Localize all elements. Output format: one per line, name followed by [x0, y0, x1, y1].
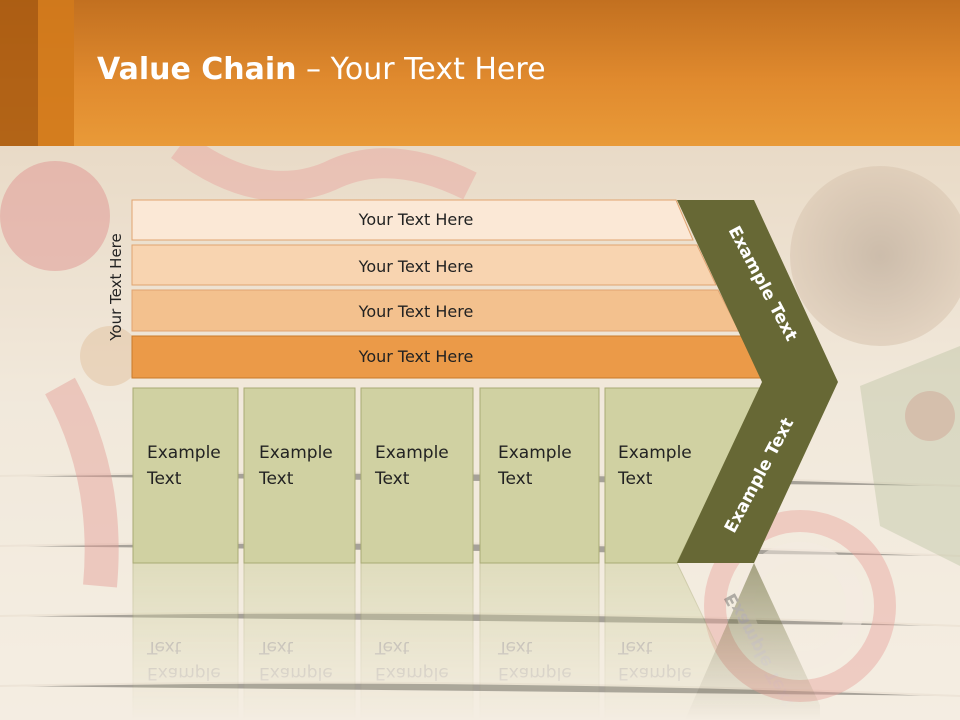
bar-2-label: Your Text Here [358, 257, 474, 276]
svg-text:Text: Text [146, 637, 182, 657]
bar-1[interactable] [131, 199, 694, 241]
activity-box-4[interactable] [479, 387, 600, 564]
title-bold: Value Chain [97, 52, 297, 87]
header-accent-dark [0, 0, 38, 146]
side-label[interactable]: Your Text Here [107, 233, 125, 341]
header-accent-light [38, 0, 74, 146]
bar-1-label: Your Text Here [358, 210, 474, 229]
svg-text:Example: Example [375, 663, 449, 683]
svg-text:Text: Text [497, 637, 533, 657]
activity-box-2[interactable] [243, 387, 356, 564]
svg-text:Example: Example [147, 663, 221, 683]
box-1-line-1: Example [147, 443, 221, 463]
svg-text:Example: Example [498, 663, 572, 683]
box-5-line-1: Example [618, 443, 692, 463]
box-4-line-1: Example [498, 443, 572, 463]
svg-text:Text: Text [374, 637, 410, 657]
box-2-line-2: Text [258, 469, 294, 489]
box-5-line-2: Text [617, 469, 653, 489]
slide-title[interactable]: Value Chain – Your Text Here [97, 52, 546, 87]
header-bar: Value Chain – Your Text Here [0, 0, 960, 146]
box-4-line-2: Text [497, 469, 533, 489]
activity-box-3[interactable] [360, 387, 474, 564]
margin-chevron[interactable] [677, 200, 838, 563]
box-3-line-2: Text [374, 469, 410, 489]
box-3-line-1: Example [375, 443, 449, 463]
diagram-reflection: Example Text Example Text Example Text E… [132, 562, 827, 720]
svg-text:Example: Example [618, 663, 692, 683]
bar-4-label: Your Text Here [358, 347, 474, 366]
title-rest: – Your Text Here [296, 52, 546, 87]
svg-text:Text: Text [258, 637, 294, 657]
svg-text:Text: Text [617, 637, 653, 657]
bar-2[interactable] [131, 244, 717, 286]
bar-3-label: Your Text Here [358, 302, 474, 321]
box-2-line-1: Example [259, 443, 333, 463]
svg-text:Example: Example [259, 663, 333, 683]
activity-box-1[interactable] [132, 387, 239, 564]
box-1-line-2: Text [146, 469, 182, 489]
